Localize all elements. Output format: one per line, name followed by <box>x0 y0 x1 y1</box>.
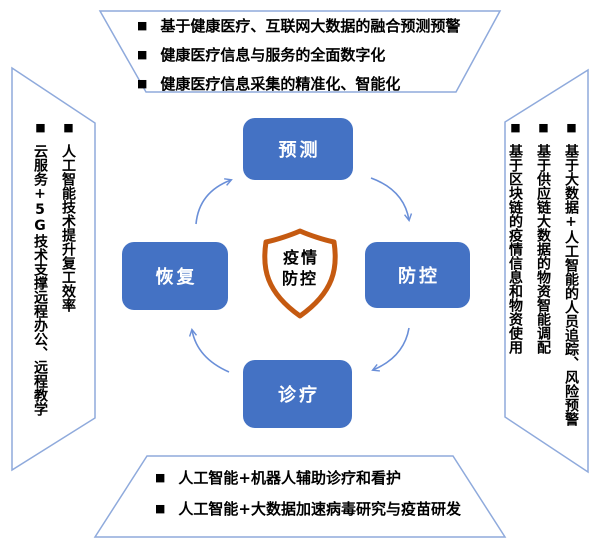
list-item: ■ 基于区块链的疫情信息和物资使用 <box>501 121 529 461</box>
list-item: ■ 基于健康医疗、互联网大数据的融合预测预警 <box>137 15 460 36</box>
list-item-text: 人工智能+机器人辅助诊疗和看护 <box>178 469 401 487</box>
cycle-arrow-recovery-to-prediction-icon <box>195 178 233 225</box>
list-item-text: 基于区块链的疫情信息和物资使用 <box>507 144 523 354</box>
panel-right: ■ 基于大数据+人工智能的人员追踪、风险预警 ■ 基于供应链大数据的物资智能调配 ■… <box>501 121 585 461</box>
list-item: ■ 人工智能+机器人辅助诊疗和看护 <box>155 467 461 488</box>
cycle-arrow-diagnosis-to-recovery-icon <box>188 328 230 373</box>
bullet-square-icon: ■ <box>509 121 522 134</box>
panel-bottom: ■ 人工智能+机器人辅助诊疗和看护 ■ 人工智能+大数据加速病毒研究与疫苗研发 <box>155 467 461 519</box>
list-item: ■ 基于大数据+人工智能的人员追踪、风险预警 <box>557 121 585 461</box>
bullet-square-icon: ■ <box>565 121 578 134</box>
cycle-node-prevention-control: 防控 <box>365 242 470 308</box>
bullet-square-icon: ■ <box>137 19 148 32</box>
list-item-text: 健康医疗信息与服务的全面数字化 <box>160 46 386 64</box>
bullet-square-icon: ■ <box>34 121 47 134</box>
bullet-square-icon: ■ <box>137 48 148 61</box>
bullet-square-icon: ■ <box>62 121 75 134</box>
list-item: ■ 人工智能+大数据加速病毒研究与疫苗研发 <box>155 498 461 519</box>
list-item-text: 健康医疗信息采集的精准化、智能化 <box>160 75 401 93</box>
cycle-arrow-prediction-to-prevention-icon <box>370 177 413 222</box>
panel-left-shape <box>11 66 96 472</box>
cycle-node-prediction: 预测 <box>243 118 353 180</box>
cycle-arrow-prevention-to-diagnosis-icon <box>371 327 410 372</box>
cycle-node-recovery: 恢复 <box>122 242 228 310</box>
bullet-square-icon: ■ <box>155 471 166 484</box>
shield-icon <box>262 228 338 319</box>
list-item: ■ 健康医疗信息采集的精准化、智能化 <box>137 73 460 94</box>
list-item: ■ 健康医疗信息与服务的全面数字化 <box>137 44 460 65</box>
list-item: ■ 人工智能技术提升复工效率 <box>54 121 82 461</box>
cycle-node-diagnosis-treatment: 诊疗 <box>243 360 352 428</box>
list-item-text: 人工智能技术提升复工效率 <box>60 144 76 312</box>
panel-right-shape <box>504 68 589 474</box>
shield-label: 疫情 防控 <box>281 248 319 288</box>
bullet-square-icon: ■ <box>537 121 550 134</box>
panel-bottom-shape <box>93 455 507 538</box>
list-item: ■ 基于供应链大数据的物资智能调配 <box>529 121 557 461</box>
list-item: ■ 云服务+5G技术支撑远程办公、远程教学 <box>26 121 54 461</box>
list-item-text: 人工智能+大数据加速病毒研究与疫苗研发 <box>178 500 461 518</box>
list-item-text: 基于大数据+人工智能的人员追踪、风险预警 <box>563 144 579 426</box>
panel-left: ■ 人工智能技术提升复工效率 ■ 云服务+5G技术支撑远程办公、远程教学 <box>26 121 82 461</box>
list-item-text: 云服务+5G技术支撑远程办公、远程教学 <box>32 144 48 416</box>
list-item-text: 基于健康医疗、互联网大数据的融合预测预警 <box>160 17 461 35</box>
bullet-square-icon: ■ <box>155 502 166 515</box>
panel-top: ■ 基于健康医疗、互联网大数据的融合预测预警 ■ 健康医疗信息与服务的全面数字化… <box>137 15 460 94</box>
panel-top-shape <box>98 10 502 93</box>
bullet-square-icon: ■ <box>137 77 148 90</box>
list-item-text: 基于供应链大数据的物资智能调配 <box>535 144 551 354</box>
